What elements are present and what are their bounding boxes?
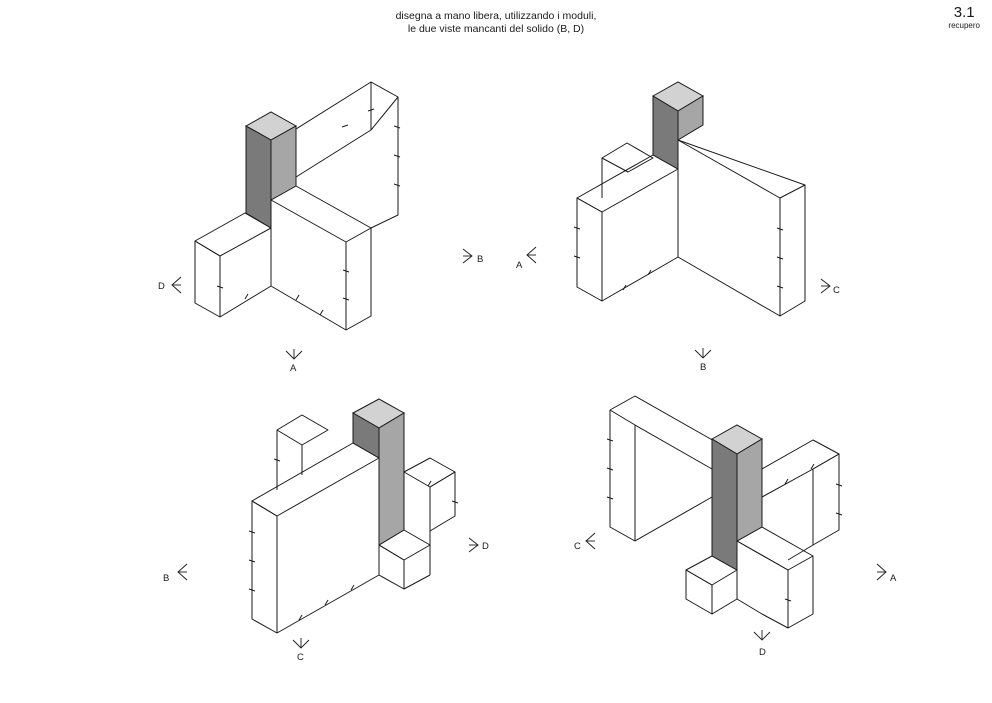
view-label-1-left: D [158,281,165,292]
view-label-3-left: B [163,573,169,584]
module-ticks-1 [216,108,401,316]
pillar-1-light-face [270,125,297,201]
pillar-4-dark-face [711,438,738,571]
module-ticks-3 [248,458,459,621]
isometric-view-2: A C B [516,81,840,373]
solid-2-outline [576,139,806,317]
view-label-4-right: A [890,573,897,584]
isometric-view-4: C A D [574,395,897,658]
view-label-1-right: B [477,254,483,265]
pillar-2-light-face [677,95,704,141]
view-direction-arrows-4 [585,532,887,641]
exercise-badge: 3.1 recupero [948,4,980,30]
pillar-1-dark-face [245,125,272,229]
solid-3-outline [251,414,456,634]
view-label-3-right: D [482,541,489,552]
instruction-text: disegna a mano libera, utilizzando i mod… [0,10,992,36]
pillar-3 [351,398,405,546]
view-label-4-bottom: D [759,647,766,658]
exercise-number: 3.1 [953,4,975,21]
exercise-label: recupero [948,21,980,30]
instruction-line-1: disegna a mano libera, utilizzando i mod… [395,10,597,22]
isometric-view-1: D B A [158,81,483,374]
pillar-4 [711,424,763,571]
module-ticks-2 [573,226,784,291]
view-label-2-bottom: B [700,362,706,373]
view-label-4-left: C [574,541,581,552]
pillar-4-light-face [736,438,763,542]
instruction-line-2: le due viste mancanti del solido (B, D) [407,23,585,35]
view-direction-arrows-1 [171,248,473,360]
pillar-2 [652,81,704,170]
view-label-3-bottom: C [297,652,304,663]
pillar-2-dark-face [652,95,679,170]
isometric-view-3: B D C [163,398,489,663]
view-label-2-left: A [516,260,523,271]
view-direction-arrows-3 [177,537,479,649]
solid-4-outline [609,395,840,629]
module-ticks-4 [606,438,843,602]
view-label-2-right: C [833,285,840,296]
view-direction-arrows-2 [526,246,831,359]
pillar-1 [244,111,298,229]
solid-1-outline [194,81,399,331]
view-label-1-bottom: A [290,363,297,374]
pillar-3-light-face [378,412,405,546]
